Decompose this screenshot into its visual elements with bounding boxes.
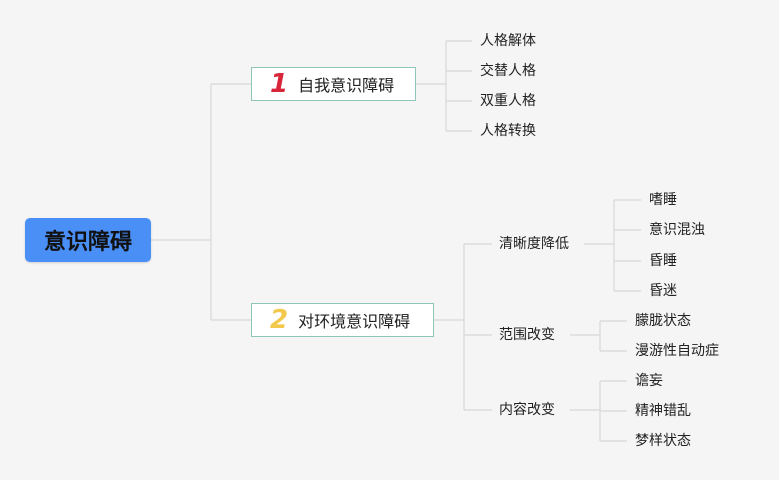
- leaf-node[interactable]: 交替人格: [480, 63, 536, 79]
- number-1-icon: 1: [270, 69, 289, 99]
- leaf-node[interactable]: 人格解体: [480, 33, 536, 49]
- branch-label: 对环境意识障碍: [298, 312, 411, 331]
- branch-label: 自我意识障碍: [298, 76, 395, 95]
- leaf-node[interactable]: 谵妄: [635, 373, 663, 389]
- root-node[interactable]: 意识障碍: [25, 218, 151, 262]
- leaf-node[interactable]: 人格转换: [480, 123, 536, 139]
- leaf-node[interactable]: 漫游性自动症: [635, 343, 719, 359]
- leaf-node[interactable]: 双重人格: [480, 93, 536, 109]
- leaf-node[interactable]: 梦样状态: [635, 433, 691, 449]
- leaf-node[interactable]: 朦胧状态: [635, 313, 691, 329]
- leaf-node[interactable]: 昏睡: [649, 253, 677, 269]
- leaf-node[interactable]: 意识混浊: [649, 222, 705, 238]
- branch-self-consciousness[interactable]: 1 自我意识障碍: [251, 67, 416, 101]
- sub-node-clarity[interactable]: 清晰度降低: [499, 236, 569, 252]
- sub-node-range[interactable]: 范围改变: [499, 327, 555, 343]
- branch-environment-consciousness[interactable]: 2 对环境意识障碍: [251, 303, 434, 337]
- leaf-node[interactable]: 嗜睡: [649, 192, 677, 208]
- leaf-node[interactable]: 精神错乱: [635, 403, 691, 419]
- number-2-icon: 2: [270, 305, 289, 335]
- leaf-node[interactable]: 昏迷: [649, 283, 677, 299]
- sub-node-content[interactable]: 内容改变: [499, 402, 555, 418]
- root-label: 意识障碍: [43, 230, 132, 255]
